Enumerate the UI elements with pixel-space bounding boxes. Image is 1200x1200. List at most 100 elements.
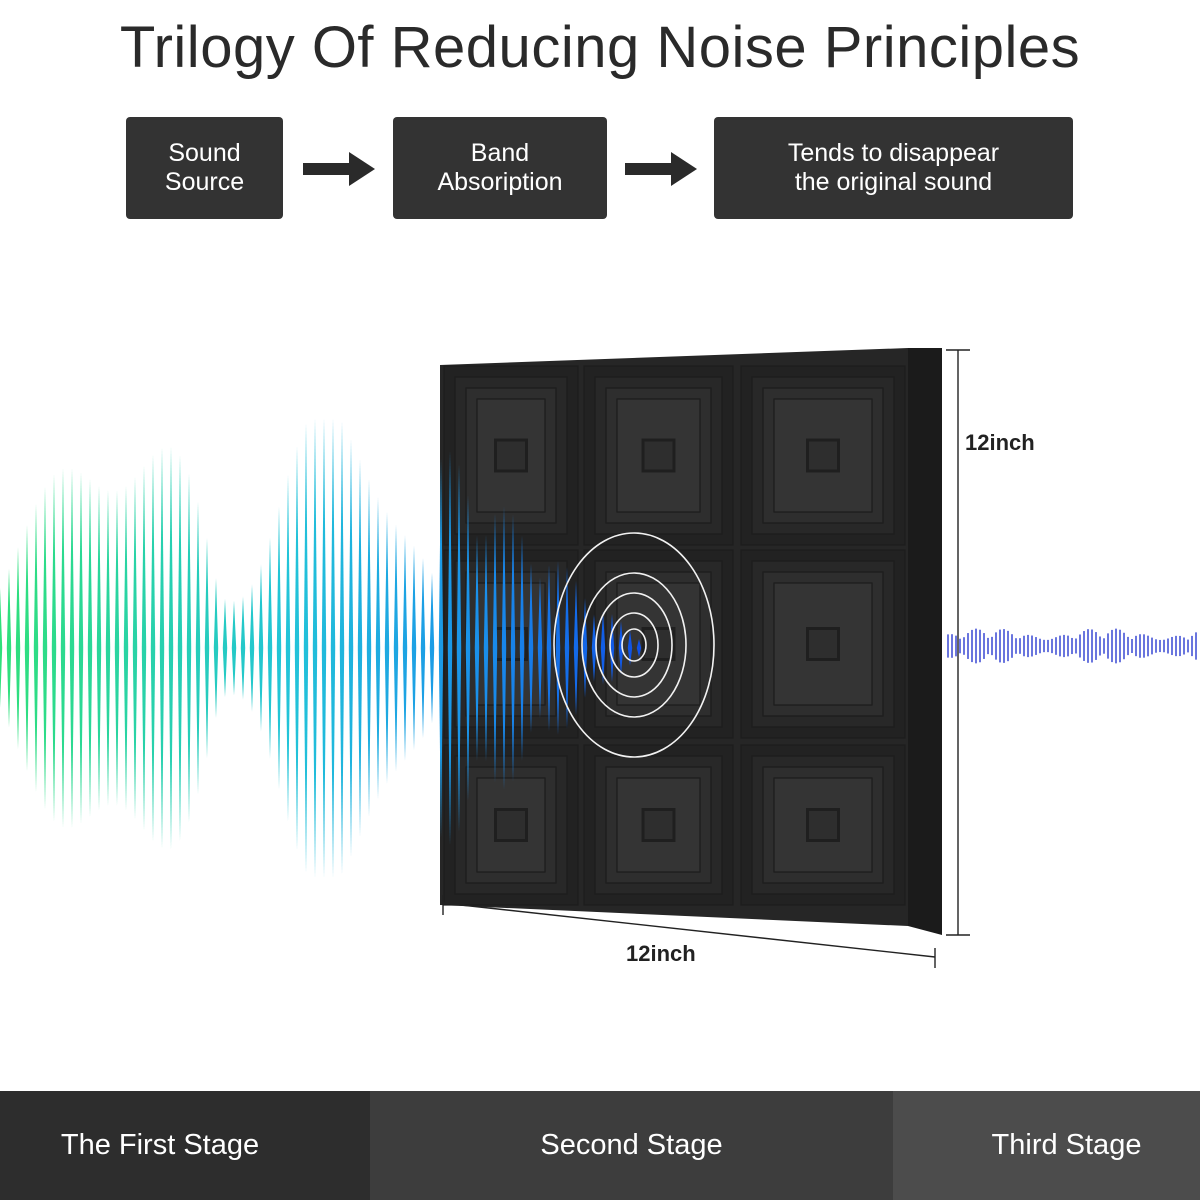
wave-spike — [132, 476, 138, 820]
wave-spike — [177, 454, 183, 842]
foam-tile — [740, 365, 906, 546]
arrow-right-icon — [303, 152, 375, 186]
wave-spike — [276, 506, 282, 790]
width-dimension-line — [442, 895, 936, 968]
step-disappear: Tends to disappear the original sound — [714, 117, 1073, 219]
height-dimension-line — [946, 349, 970, 936]
wave-spike — [510, 514, 516, 782]
foam-tile — [583, 744, 734, 906]
step-sound-source-line2: Source — [164, 168, 245, 196]
wave-spike — [321, 418, 327, 878]
wave-spike — [411, 545, 417, 751]
foam-tile — [583, 365, 734, 546]
step-sound-source: Sound Source — [126, 117, 283, 219]
wave-spike — [6, 568, 12, 728]
wave-spike — [96, 485, 102, 811]
wave-spike — [33, 503, 39, 793]
panel-side-edge — [908, 348, 942, 935]
foam-tile — [740, 549, 906, 739]
wave-spike — [204, 537, 210, 759]
step-band-absorption-line2: Absoription — [437, 168, 563, 196]
step-disappear-line1: Tends to disappear — [787, 139, 1000, 167]
stage-first: The First Stage — [0, 1091, 370, 1200]
wave-spike — [330, 418, 336, 878]
wave-spike — [24, 524, 30, 772]
wave-spike — [294, 445, 300, 851]
wave-spike — [186, 473, 192, 823]
wave-spike — [60, 468, 66, 828]
wave-spike — [213, 578, 219, 718]
wave-spike — [114, 490, 120, 806]
wave-spike — [537, 578, 543, 718]
wave-spike — [285, 474, 291, 822]
wave-spike — [618, 621, 624, 675]
wave-spike — [627, 630, 633, 666]
wave-spike — [447, 450, 453, 846]
wave-spike — [573, 580, 579, 716]
wave-spike — [339, 421, 345, 875]
wave-spike — [78, 471, 84, 825]
wave-spike — [168, 446, 174, 850]
wave-spike — [42, 486, 48, 810]
wave-spike — [312, 418, 318, 878]
wave-spike — [303, 423, 309, 873]
wave-spike — [501, 506, 507, 790]
wave-spike — [420, 557, 426, 739]
wave-spike — [231, 600, 237, 696]
wave-spike — [258, 564, 264, 732]
wave-spike — [195, 501, 201, 795]
wave-spike — [393, 524, 399, 772]
wave-spike — [0, 588, 3, 708]
wave-spike — [519, 535, 525, 761]
wave-spike — [492, 513, 498, 783]
wave-spike — [348, 438, 354, 858]
arrow-right-icon — [625, 152, 697, 186]
wave-spike — [366, 478, 372, 818]
wave-spike — [222, 598, 228, 698]
wave-spike — [438, 458, 444, 838]
step-disappear-line2: the original sound — [794, 168, 993, 196]
wave-spike — [528, 563, 534, 733]
wave-spike — [636, 639, 642, 657]
stage-third-label: Third Stage — [991, 1129, 1142, 1161]
residual-sound-wave — [947, 628, 1197, 664]
wave-spike — [69, 467, 75, 829]
wave-spike — [15, 546, 21, 750]
width-label: 12inch — [626, 941, 696, 966]
wave-spike — [87, 478, 93, 818]
stage-second: Second Stage — [370, 1091, 893, 1200]
wave-spike — [546, 565, 552, 731]
wave-spike — [384, 511, 390, 785]
wave-spike — [402, 535, 408, 761]
wave-spike — [240, 596, 246, 700]
step-band-absorption-line1: Band — [470, 139, 530, 167]
incoming-sound-wave — [0, 418, 642, 878]
step-band-absorption: Band Absoription — [393, 117, 607, 219]
wave-spike — [141, 465, 147, 831]
wave-spike — [249, 584, 255, 712]
wave-spike — [357, 458, 363, 838]
stage-first-label: The First Stage — [60, 1129, 260, 1161]
wave-spike — [150, 454, 156, 842]
wave-spike — [429, 572, 435, 724]
wave-spike — [105, 489, 111, 807]
wave-spike — [600, 611, 606, 685]
stage-second-label: Second Stage — [540, 1129, 723, 1161]
wave-spike — [51, 474, 57, 822]
wave-spike — [474, 535, 480, 761]
wave-spike — [267, 537, 273, 759]
page-title: Trilogy Of Reducing Noise Principles — [119, 15, 1081, 80]
wave-spike — [564, 567, 570, 729]
wave-spike — [159, 447, 165, 849]
stage-third: Third Stage — [893, 1091, 1200, 1200]
acoustic-panel-illustration — [0, 348, 1197, 968]
foam-tile — [443, 744, 579, 906]
wave-spike — [375, 496, 381, 800]
wave-spike — [465, 495, 471, 801]
wave-spike — [456, 464, 462, 832]
wave-spike — [483, 535, 489, 761]
step-sound-source-line1: Sound — [168, 139, 241, 167]
foam-tile — [443, 365, 579, 546]
height-label: 12inch — [965, 430, 1035, 455]
foam-tile — [740, 744, 906, 906]
